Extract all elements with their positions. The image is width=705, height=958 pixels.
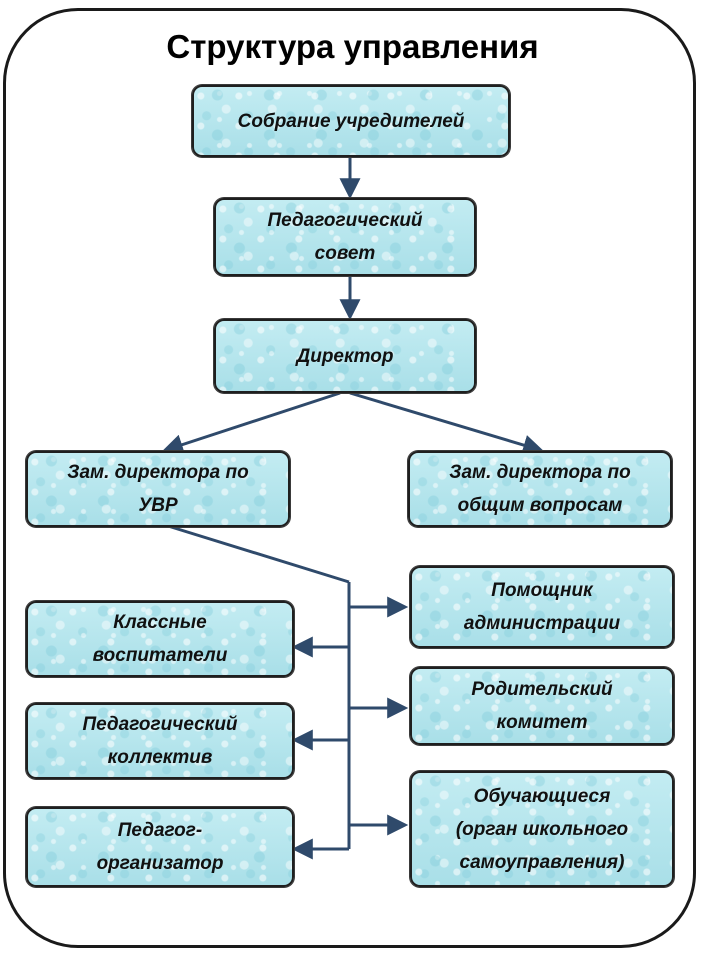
node-parent-committee: Родительский комитет xyxy=(410,667,674,745)
node-label-line: администрации xyxy=(463,613,621,634)
node-students: Обучающиеся (орган школьного самоуправле… xyxy=(410,771,674,887)
node-label-line: воспитатели xyxy=(92,645,228,666)
node-label-line: Помощник xyxy=(491,580,593,601)
node-ped-council: Педагогический совет xyxy=(214,198,476,276)
node-label-line: организатор xyxy=(96,853,224,874)
node-ped-staff: Педагогический коллектив xyxy=(26,703,294,779)
node-director: Директор xyxy=(214,319,476,393)
node-label-line: Классные xyxy=(113,612,207,633)
node-label-line: Педагогический xyxy=(267,210,423,231)
connector-uvr-to-trunk xyxy=(167,524,350,584)
node-founders: Собрание учредителей xyxy=(192,85,510,157)
node-label-line: коллектив xyxy=(107,747,213,768)
node-label-line: Родительский xyxy=(471,679,613,700)
node-label-line: комитет xyxy=(496,712,588,733)
node-deputy-uvr: Зам. директора по УВР xyxy=(26,451,290,527)
node-label-line: (орган школьного xyxy=(455,818,629,840)
node-label-line: Зам. директора по xyxy=(449,462,631,483)
node-label-line: общим вопросам xyxy=(457,495,623,516)
node-admin-assistant: Помощник администрации xyxy=(410,566,674,648)
node-label-line: самоуправления) xyxy=(459,851,625,873)
node-label-line: УВР xyxy=(138,495,178,516)
arrow-director-to-deputy-uvr xyxy=(162,391,341,455)
node-class-teachers: Классные воспитатели xyxy=(26,601,294,677)
node-deputy-general: Зам. директора по общим вопросам xyxy=(408,451,672,527)
node-label-line: Зам. директора по xyxy=(67,462,249,483)
diagram-title: Структура управления xyxy=(166,28,539,65)
node-ped-organizer: Педагог- организатор xyxy=(26,807,294,887)
node-label-line: совет xyxy=(314,243,376,264)
node-label: Директор xyxy=(296,345,394,367)
node-label: Собрание учредителей xyxy=(237,110,465,132)
arrow-director-to-deputy-general xyxy=(349,391,545,456)
node-label-line: Педагог- xyxy=(117,820,203,841)
node-label-line: Обучающиеся xyxy=(473,785,611,807)
node-label-line: Педагогический xyxy=(82,714,238,735)
